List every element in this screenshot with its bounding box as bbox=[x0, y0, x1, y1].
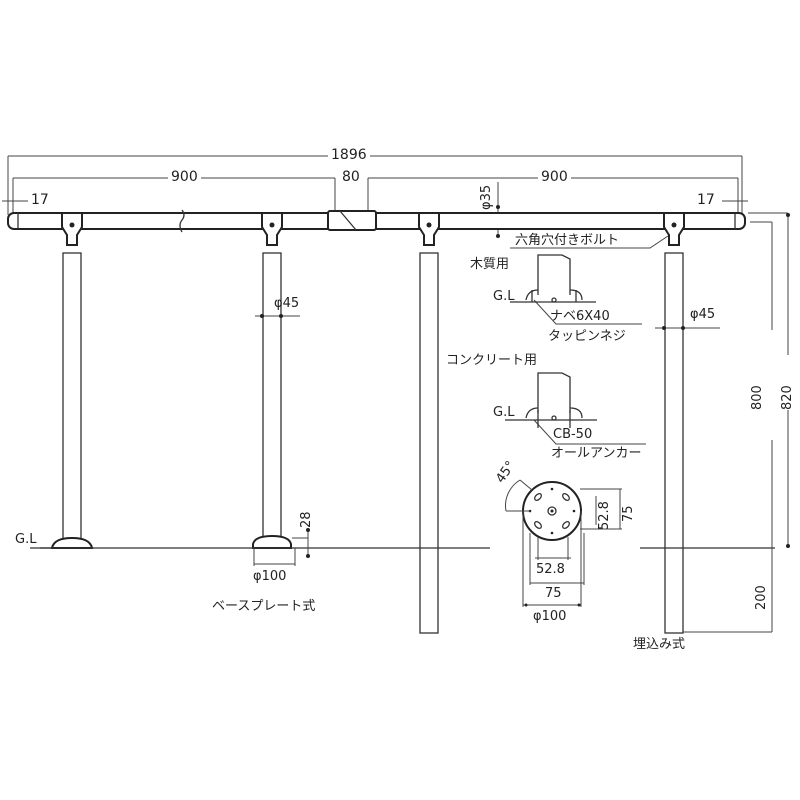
screw-type-label: タッピンネジ bbox=[548, 329, 626, 344]
wood-mount-detail bbox=[510, 254, 596, 303]
base-plate-plan bbox=[505, 479, 622, 607]
post-diameter-left-label: φ45 bbox=[274, 296, 300, 311]
end-cap-left-label: 17 bbox=[31, 192, 49, 208]
joint-gap-label: 80 bbox=[340, 169, 362, 185]
concrete-mount-detail bbox=[505, 372, 597, 428]
end-cap-right-label: 17 bbox=[697, 192, 715, 208]
ground-level-concrete-label: G.L bbox=[493, 405, 515, 420]
rail-diameter-label: φ35 bbox=[479, 184, 494, 210]
overall-length-label: 1896 bbox=[328, 148, 370, 162]
base-plate-type-label: ベースプレート式 bbox=[212, 599, 316, 614]
screw-size-label: ナベ6X40 bbox=[550, 309, 610, 324]
base-plate-dims bbox=[253, 528, 310, 566]
outer-pitch-v-label: 75 bbox=[621, 505, 636, 522]
brackets bbox=[61, 212, 685, 246]
ground-level-left-label: G.L bbox=[15, 532, 37, 547]
post-diameter-right-label: φ45 bbox=[690, 307, 716, 322]
concrete-use-label: コンクリート用 bbox=[446, 353, 538, 368]
hex-bolt-label: 六角穴付きボルト bbox=[515, 233, 620, 248]
anchor-size-label: CB-50 bbox=[553, 427, 593, 442]
height-800-label: 800 bbox=[750, 385, 765, 410]
inner-pitch-v-label: 52.8 bbox=[597, 501, 612, 530]
height-820-label: 820 bbox=[780, 385, 795, 410]
inner-pitch-h-label: 52.8 bbox=[536, 562, 565, 577]
ground-level-wood-label: G.L bbox=[493, 289, 515, 304]
leader-lines bbox=[510, 235, 669, 445]
outer-pitch-h-label: 75 bbox=[545, 586, 562, 601]
plan-diameter-label: φ100 bbox=[533, 609, 567, 624]
span-left-label: 900 bbox=[168, 170, 201, 184]
post-diameter-dims bbox=[255, 314, 720, 330]
span-right-label: 900 bbox=[538, 170, 571, 184]
posts bbox=[50, 252, 684, 634]
handrail bbox=[7, 209, 746, 233]
anchor-type-label: オールアンカー bbox=[551, 446, 642, 461]
wood-use-label: 木質用 bbox=[470, 257, 510, 272]
embed-depth-label: 200 bbox=[754, 585, 769, 610]
vertical-dims bbox=[683, 212, 790, 633]
base-diameter-label: φ100 bbox=[253, 569, 287, 584]
base-height-label: 28 bbox=[299, 511, 314, 528]
embedded-type-label: 埋込み式 bbox=[633, 637, 686, 652]
